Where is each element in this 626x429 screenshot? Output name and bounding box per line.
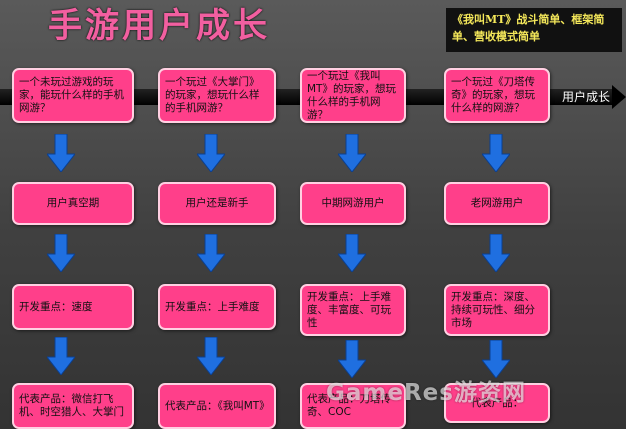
products-box-1: 代表产品：微信打飞机、时空猎人、大掌门 [12,383,134,429]
down-arrow-icon [197,134,225,172]
down-arrow-icon [197,337,225,375]
question-box-1: 一个未玩过游戏的玩家，能玩什么样的手机网游？ [12,68,134,123]
page-title: 手游用户成长 [48,6,270,46]
down-arrow-icon [47,337,75,375]
question-box-3: 一个玩过《我叫MT》的玩家，想玩什么样的手机网游？ [300,68,406,123]
question-box-4: 一个玩过《刀塔传奇》的玩家，想玩什么样的网游？ [444,68,550,123]
timeline-label: 用户成长 [562,90,611,104]
down-arrow-icon [338,234,366,272]
timeline-arrowhead [612,85,626,109]
focus-box-4: 开发重点：深度、持续可玩性、细分市场 [444,284,550,336]
down-arrow-icon [197,234,225,272]
stage-box-1: 用户真空期 [12,182,134,225]
down-arrow-icon [338,134,366,172]
products-box-4: 代表产品： [444,383,550,423]
stage-box-3: 中期网游用户 [300,182,406,225]
down-arrow-icon [47,234,75,272]
products-box-2: 代表产品：《我叫MT》 [158,383,276,429]
down-arrow-icon [338,340,366,378]
focus-box-3: 开发重点：上手难度、丰富度、可玩性 [300,284,406,336]
watermark: GameRes游资网 [326,380,526,406]
question-box-2: 一个玩过《大掌门》的玩家，想玩什么样的手机网游？ [158,68,276,123]
down-arrow-icon [47,134,75,172]
stage-box-4: 老网游用户 [444,182,550,225]
products-box-3: 代表产品：刀塔传奇、COC [300,383,406,429]
summary-note: 《我叫MT》战斗简单、框架简单、营收模式简单 [446,8,622,52]
down-arrow-icon [482,340,510,378]
focus-box-1: 开发重点：速度 [12,284,134,330]
stage-box-2: 用户还是新手 [158,182,276,225]
focus-box-2: 开发重点：上手难度 [158,284,276,330]
down-arrow-icon [482,234,510,272]
down-arrow-icon [482,134,510,172]
